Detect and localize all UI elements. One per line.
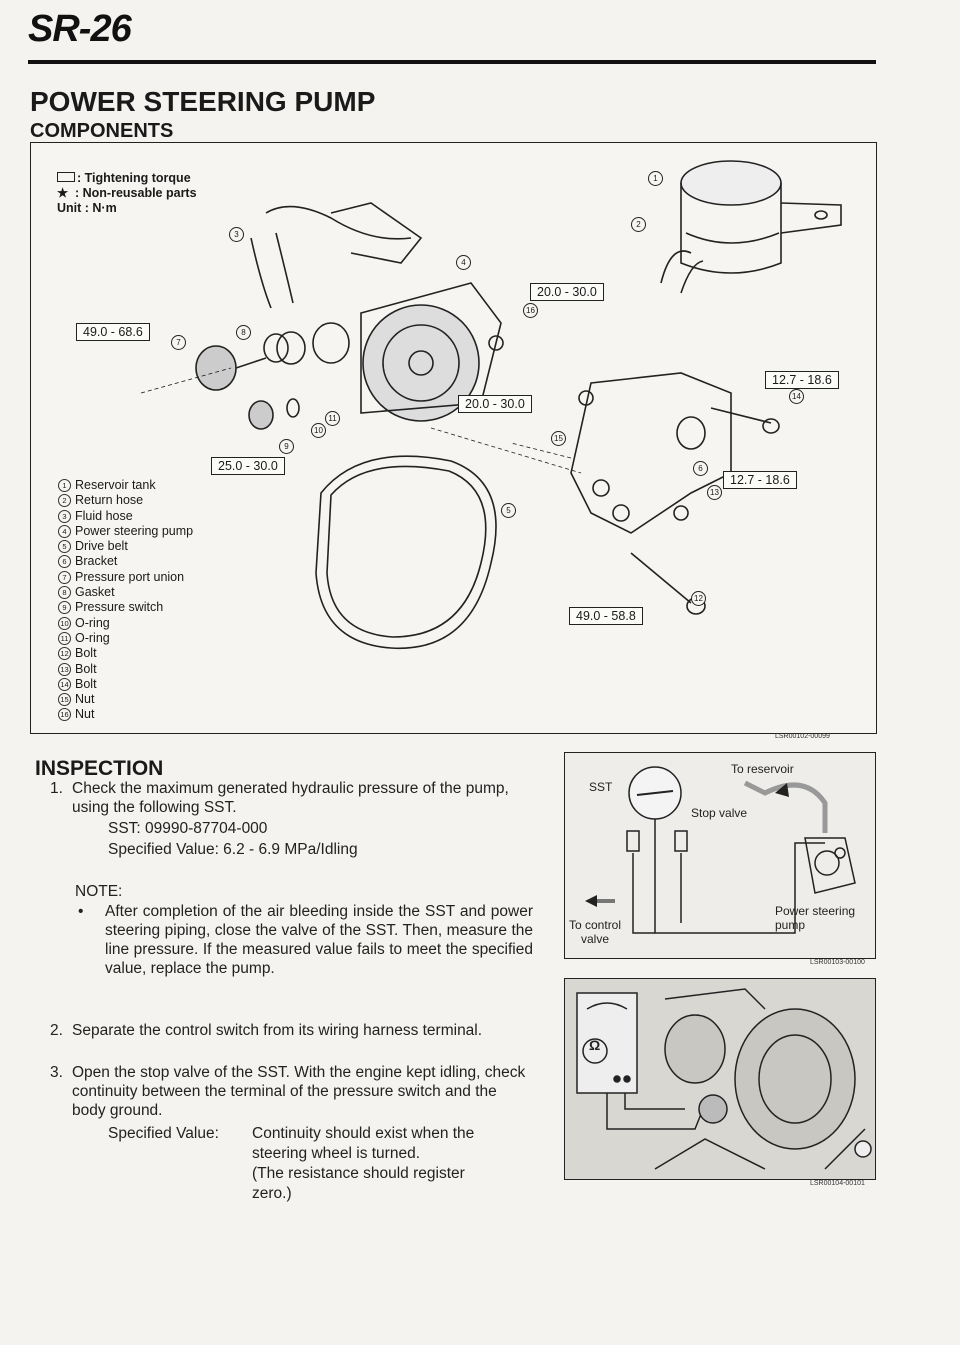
spec-line: Specified Value: 6.2 - 6.9 MPa/Idling	[108, 841, 358, 858]
figure-code: LSR00103-00100	[810, 959, 865, 966]
inspection-title: INSPECTION	[35, 757, 164, 780]
torque-value: 20.0 - 30.0	[530, 283, 604, 301]
section-subtitle: COMPONENTS	[30, 120, 174, 142]
callout: 11	[325, 411, 340, 426]
legend-reusable: ★ : Non-reusable parts	[57, 186, 197, 201]
spec2-line: Continuity should exist when the	[252, 1125, 475, 1142]
torque-value: 12.7 - 18.6	[765, 371, 839, 389]
torque-value: 20.0 - 30.0	[458, 395, 532, 413]
torque-value: 25.0 - 30.0	[211, 457, 285, 475]
ohm-icon: Ω	[589, 1037, 601, 1053]
components-diagram: : Tightening torque ★ : Non-reusable part…	[30, 142, 877, 734]
spec2-line: zero.)	[252, 1185, 292, 1202]
callout: 4	[456, 255, 471, 270]
callout: 3	[229, 227, 244, 242]
ps-label-1: Power steering	[775, 904, 856, 918]
spec2-line: (The resistance should register	[252, 1165, 465, 1182]
continuity-check-illustration	[565, 979, 875, 1179]
note-bullet: • After completion of the air bleeding i…	[78, 903, 533, 977]
note-label: NOTE:	[75, 883, 123, 900]
callout: 12	[691, 591, 706, 606]
callout: 13	[707, 485, 722, 500]
legend: : Tightening torque ★ : Non-reusable part…	[57, 171, 197, 216]
callout: 9	[279, 439, 294, 454]
torque-box-icon	[57, 172, 75, 182]
callout: 2	[631, 217, 646, 232]
ps-label-2: pump	[775, 918, 806, 932]
torque-value: 49.0 - 68.6	[76, 323, 150, 341]
legend-reusable-text: : Non-reusable parts	[75, 186, 197, 200]
callout: 10	[311, 423, 326, 438]
callout: 14	[789, 389, 804, 404]
sst-gauge-illustration	[585, 766, 856, 934]
star-icon: ★	[57, 186, 69, 200]
callout: 15	[551, 431, 566, 446]
figure-code: LSR00102-00099	[775, 733, 830, 740]
torque-value: 12.7 - 18.6	[723, 471, 797, 489]
bullet-icon: •	[78, 903, 84, 920]
components-illustration	[140, 160, 842, 650]
to-reservoir-label: To reservoir	[731, 762, 794, 776]
page-number: SR-26	[28, 8, 132, 50]
callout: 7	[171, 335, 186, 350]
legend-unit: Unit : N·m	[57, 201, 117, 215]
legend-torque: : Tightening torque	[57, 171, 197, 186]
callout: 16	[523, 303, 538, 318]
figure-code: LSR00104-00101	[810, 1180, 865, 1187]
sst-label: SST	[589, 780, 613, 794]
callout: 1	[648, 171, 663, 186]
sst-gauge-figure: SST To reservoir Stop valve To control v…	[564, 752, 876, 959]
valve-label: valve	[581, 932, 610, 946]
callout: 8	[236, 325, 251, 340]
step-3: 3. Open the stop valve of the SST. With …	[50, 1064, 526, 1119]
sst-line: SST: 09990-87704-000	[108, 820, 268, 837]
torque-value: 49.0 - 58.8	[569, 607, 643, 625]
legend-torque-text: : Tightening torque	[77, 171, 191, 185]
to-control-label: To control	[569, 918, 622, 932]
callout: 5	[501, 503, 516, 518]
page-title: POWER STEERING PUMP	[30, 86, 376, 117]
step-1: 1. Check the maximum generated hydraulic…	[50, 780, 509, 816]
spec2-label: Specified Value:	[108, 1125, 219, 1142]
spec2-line: steering wheel is turned.	[252, 1145, 421, 1162]
stop-valve-label: Stop valve	[691, 806, 748, 820]
step-2: 2. Separate the control switch from its …	[50, 1022, 483, 1039]
callout: 6	[693, 461, 708, 476]
continuity-check-figure: Ω	[564, 978, 876, 1180]
header-rule	[28, 60, 876, 64]
